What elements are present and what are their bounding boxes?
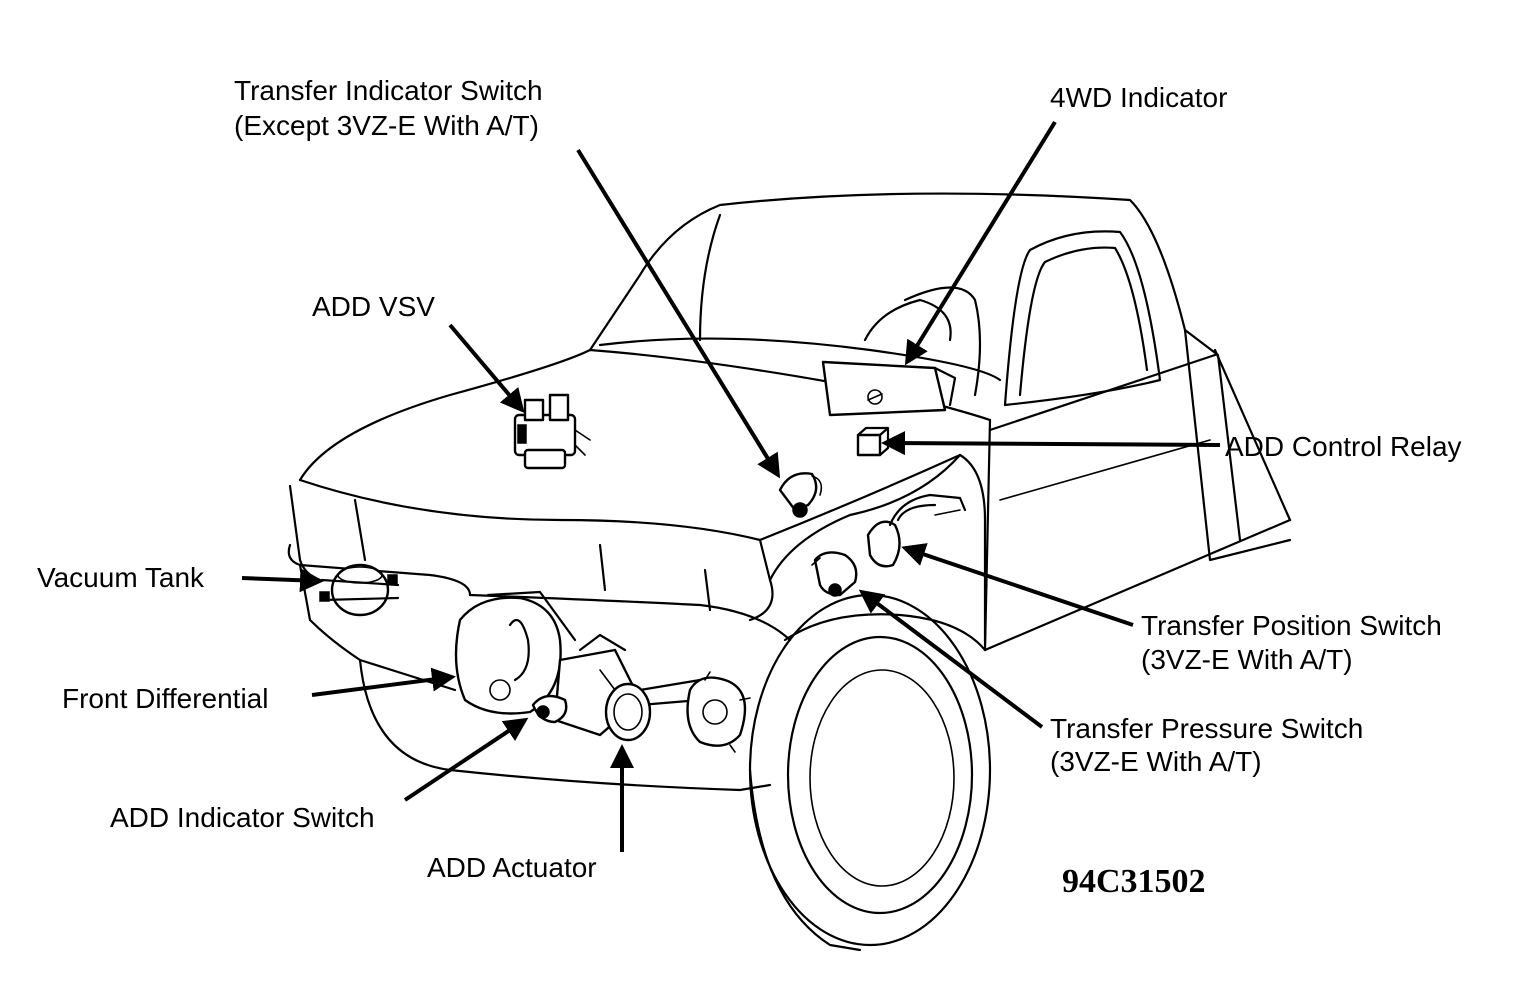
- add-control-relay-part: [856, 426, 890, 457]
- label-add-actuator: ADD Actuator: [427, 852, 597, 883]
- front-hub-part: [686, 671, 751, 753]
- figure-code: 94C31502: [1062, 863, 1206, 900]
- label-transfer-position-switch-line2: (3VZ-E With A/T): [1141, 644, 1353, 675]
- add-indicator-switch-part: [531, 694, 568, 724]
- leader-four-wd-indicator: [904, 120, 1057, 366]
- leader-add-indicator-switch: [403, 717, 529, 802]
- leader-lines: [241, 120, 1221, 852]
- leader-vacuum-tank: [241, 568, 324, 593]
- transfer-position-switch-part: [866, 493, 967, 568]
- leader-transfer-position-switch: [901, 543, 1134, 627]
- transfer-indicator-switch-part: [778, 472, 823, 518]
- leader-add-control-relay: [881, 431, 1221, 456]
- label-vacuum-tank: Vacuum Tank: [37, 562, 205, 593]
- label-four-wd-indicator: 4WD Indicator: [1050, 82, 1227, 113]
- leader-front-differential: [311, 667, 456, 697]
- label-add-indicator-switch: ADD Indicator Switch: [110, 802, 375, 833]
- four-wd-indicator-part: [821, 360, 957, 417]
- leader-transfer-pressure-switch: [858, 589, 1044, 729]
- add-actuator-part: [553, 633, 652, 742]
- label-transfer-pressure-switch-line1: Transfer Pressure Switch: [1050, 713, 1363, 744]
- truck-drawing: [287, 192, 1292, 952]
- label-transfer-pressure-switch-line2: (3VZ-E With A/T): [1050, 746, 1262, 777]
- front-differential-part: [454, 590, 577, 715]
- label-transfer-position-switch-line1: Transfer Position Switch: [1141, 610, 1442, 641]
- label-transfer-indicator-switch-line2: (Except 3VZ-E With A/T): [234, 110, 539, 141]
- label-add-vsv: ADD VSV: [312, 291, 435, 322]
- label-front-differential: Front Differential: [62, 683, 268, 714]
- label-add-control-relay: ADD Control Relay: [1225, 431, 1462, 462]
- transfer-pressure-switch-part: [811, 551, 858, 597]
- leader-transfer-indicator-switch: [576, 148, 781, 479]
- add-vsv-part: [513, 393, 591, 470]
- leader-add-vsv: [448, 323, 525, 414]
- label-transfer-indicator-switch-line1: Transfer Indicator Switch: [234, 75, 543, 106]
- vacuum-tank-part: [319, 563, 400, 617]
